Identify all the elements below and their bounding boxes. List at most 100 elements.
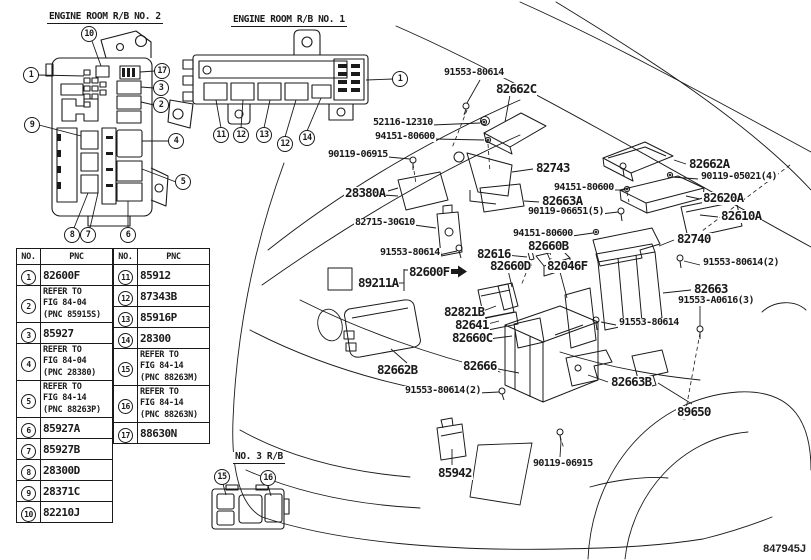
callout-13: 13	[256, 127, 272, 143]
bracket-82740	[592, 227, 661, 267]
callout-15: 15	[214, 469, 230, 485]
fastener-glyphs	[409, 102, 704, 443]
part-number-label: 82641	[454, 317, 490, 332]
pnc-value: 82600F	[40, 264, 113, 286]
part-number-label: 52116-12310	[372, 117, 434, 128]
part-number-label: 89211A	[357, 275, 400, 290]
rb1-title: ENGINE ROOM R/B NO. 1	[231, 14, 347, 28]
callout-1: 1	[392, 71, 408, 87]
clip-icon	[480, 116, 490, 126]
table-row: 13 85916P	[113, 306, 210, 328]
part-number-label: 91553-80614(2)	[404, 385, 482, 396]
bracket-82663B	[565, 349, 613, 387]
part-number-label: 82666	[462, 358, 498, 373]
part-number-label: 82600F	[408, 264, 451, 279]
part-number-label: 82821B	[443, 304, 486, 319]
nut-icon	[592, 228, 600, 236]
component-28380A	[387, 171, 449, 211]
col-pnc-header: PNC	[40, 248, 113, 265]
callout-5: 5	[175, 174, 191, 190]
part-number-label: 82743	[535, 160, 571, 175]
part-number-label: 82616	[476, 246, 512, 261]
pnc-value: 28300	[137, 327, 210, 349]
rb2-title: ENGINE ROOM R/B NO. 2	[47, 11, 163, 25]
callout-14: 14	[299, 130, 315, 146]
rb1-fuse-marks	[338, 64, 360, 92]
nut-icon	[484, 136, 492, 144]
bolt-icon	[619, 162, 627, 177]
row-number-badge: 16	[118, 399, 133, 414]
part-number-label: 82663A	[541, 193, 584, 208]
bolt-icon	[617, 207, 625, 222]
module-82660D	[497, 282, 519, 311]
row-number-badge: 1	[21, 270, 36, 285]
col-no-header: NO.	[16, 248, 41, 265]
pnc-value: 85927B	[40, 438, 113, 460]
part-number-label: 90119-05021(4)	[700, 171, 778, 182]
pnc-value: 82210J	[40, 501, 113, 523]
part-number-label: 85942	[437, 465, 473, 480]
part-number-label: 91553-80614	[443, 67, 505, 78]
part-number-label: 82663B	[610, 374, 653, 389]
part-number-label: 90119-06915	[327, 149, 389, 160]
row-number-badge: 13	[118, 312, 133, 327]
bolt-icon	[498, 387, 506, 401]
part-number-label: 91553-80614(2)	[702, 257, 780, 268]
callout-7: 7	[80, 227, 96, 243]
part-number-label: 91553-80614	[379, 247, 441, 258]
callout-4: 4	[168, 133, 184, 149]
row-number-badge: 11	[118, 270, 133, 285]
callout-10: 10	[81, 26, 97, 42]
part-number-label: 82740	[676, 231, 712, 246]
part-number-label: 94151-80600	[553, 182, 615, 193]
nut-icon	[480, 118, 488, 126]
lid-82662A	[602, 141, 674, 182]
part-number-label: 82662C	[495, 81, 538, 96]
pnc-value: 85927A	[40, 417, 113, 439]
bolt-icon	[455, 244, 463, 259]
pnc-value: 87343B	[137, 285, 210, 307]
part-number-label: 28380A	[344, 185, 387, 200]
housing-82046F	[564, 287, 597, 349]
part-number-label: 94151-80600	[512, 228, 574, 239]
row-number-badge: 17	[118, 428, 133, 443]
part-number-label: 91553-A0616(3)	[677, 295, 755, 306]
row-number-badge: 2	[21, 299, 36, 314]
bolt-icon	[592, 316, 600, 331]
bracket-82663A	[479, 183, 525, 213]
pnc-value: 88630N	[137, 422, 210, 444]
col-no-header: NO.	[113, 248, 138, 265]
rb2-fuse-marks	[57, 68, 135, 189]
nut-icon	[666, 171, 674, 179]
callout-11: 11	[213, 127, 229, 143]
cover-82662C	[483, 112, 547, 155]
part-number-label: 82046F	[546, 258, 589, 273]
bracket-82715-30G10	[436, 204, 463, 257]
pnc-value: 85916P	[137, 306, 210, 328]
bolt-icon	[462, 102, 470, 116]
part-number-label: 89650	[676, 404, 712, 419]
table-row: 1 82600F	[16, 264, 113, 286]
part-number-label: 91553-80614	[618, 317, 680, 328]
part-number-label: 90119-06915	[532, 458, 594, 469]
table-row: 17 88630N	[113, 422, 210, 444]
row-number-badge: 8	[21, 465, 36, 480]
callout-8: 8	[64, 227, 80, 243]
pnc-value: 85927	[40, 322, 113, 344]
callout-9: 9	[24, 117, 40, 133]
part-number-label: 82660D	[489, 258, 532, 273]
part-number-label: 82660C	[451, 330, 494, 345]
rb3-drawing	[211, 484, 290, 530]
